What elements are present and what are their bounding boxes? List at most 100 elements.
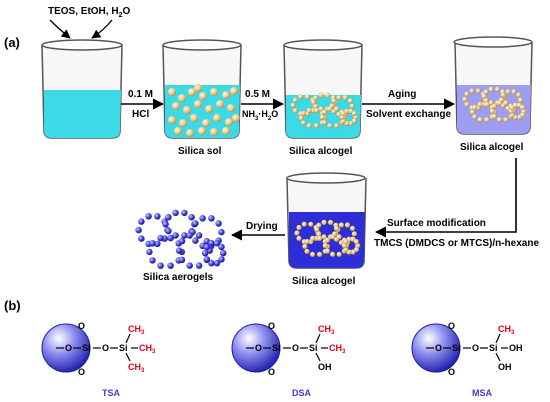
gel-bead [165,213,172,221]
gel-bead [351,110,358,117]
gel-bead [347,98,354,104]
gel-bead [319,114,326,120]
gel-bead [349,103,355,109]
step4-arrow [374,158,517,238]
gel-bead [314,226,320,233]
sol-particle [194,100,202,108]
oxygen-top: O [448,321,455,331]
step2-top: 0.5 M [245,89,270,100]
step1-top: 0.1 M [128,89,153,100]
gel-bead [464,91,470,97]
substituent-3: CH3 [128,362,145,374]
gel-bead [484,116,490,123]
substituent-2: OH [509,343,523,353]
gel-bead [218,256,225,263]
gel-network-4 [462,86,527,123]
sol-particle [210,128,218,136]
structure-name: TSA [102,388,121,398]
gel-bead [149,257,156,264]
oxygen-bridge: O [102,343,109,353]
substituent-3: OH [498,362,512,372]
beaker-5 [286,172,367,269]
oxygen-top: O [268,321,275,331]
gel-bead [292,107,298,114]
beaker-3 [283,39,363,139]
oxygen-bridge: O [472,343,479,353]
sol-particle [230,87,238,95]
gel-bead [306,122,312,129]
substituent-2: CH3 [329,343,346,355]
step2-bottom: NH3·H2O [242,109,278,122]
structure-name: MSA [472,388,493,398]
oxygen-left: O [255,343,262,353]
gel-bead [181,209,188,217]
gel-bead [300,119,307,126]
gel-bead [336,234,342,240]
step1-bottom: HCl [132,109,149,120]
sol-particle [205,105,213,113]
sol-particle [227,104,235,112]
beaker-2-caption: Silica sol [178,146,222,157]
pour-arrow-left [49,19,71,39]
gel-bead [491,113,498,120]
sol-particle [179,119,187,127]
oxygen-top: O [78,321,85,331]
gel-bead [483,89,489,95]
gel-bead [333,106,340,112]
substituent-3: OH [318,362,332,372]
substituent-1: CH3 [128,324,145,336]
gel-bead [203,256,211,263]
beaker-1 [41,39,123,139]
gel-bead [199,214,206,222]
reagents-label: TEOS, EtOH, H2O [48,6,130,19]
gel-bead [517,97,524,103]
gel-bead [195,232,203,239]
sol-particle [186,129,194,137]
panel-a-label: (a) [4,35,20,50]
gel-bead [195,262,203,269]
silica-sphere [231,323,281,373]
oxygen-left: O [65,343,72,353]
silicon-1: Si [272,343,281,353]
gel-bead [301,221,308,227]
gel-bead [511,88,517,95]
gel-bead [331,98,337,104]
gel-bead [294,230,300,236]
gel-bead [178,256,186,264]
beaker-4 [453,36,533,135]
gel-bead [208,259,215,267]
gel-bead [316,251,323,258]
gel-bead [329,234,336,240]
gel-bead [188,213,195,221]
gel-bead [208,239,215,247]
gel-bead [219,249,227,257]
gel-bead [306,107,312,114]
gel-bead [484,101,490,108]
beaker-4-caption: Silica alcogel [460,142,524,153]
gel-bead [201,249,209,257]
gel-bead [203,243,211,251]
gel-bead [503,100,509,106]
gel-bead [471,113,478,120]
gel-bead [324,248,331,254]
gel-bead [218,228,225,236]
sol-particle [198,127,206,135]
sol-particle [188,88,196,96]
gel-bead [292,97,298,103]
gel-bead [215,220,222,227]
gel-bead [186,232,194,239]
gel-bead [186,262,194,269]
gel-bead [519,104,526,111]
silicon-2: Si [489,343,498,353]
sol-particle [190,114,198,122]
oxygen-bottom: O [448,367,455,377]
gel-bead [149,239,156,247]
gel-bead [327,106,333,112]
gel-bead [327,219,334,226]
gel-bead [154,212,161,220]
gel-bead [218,243,225,251]
gel-bead [503,116,509,123]
gel-bead [321,219,327,226]
